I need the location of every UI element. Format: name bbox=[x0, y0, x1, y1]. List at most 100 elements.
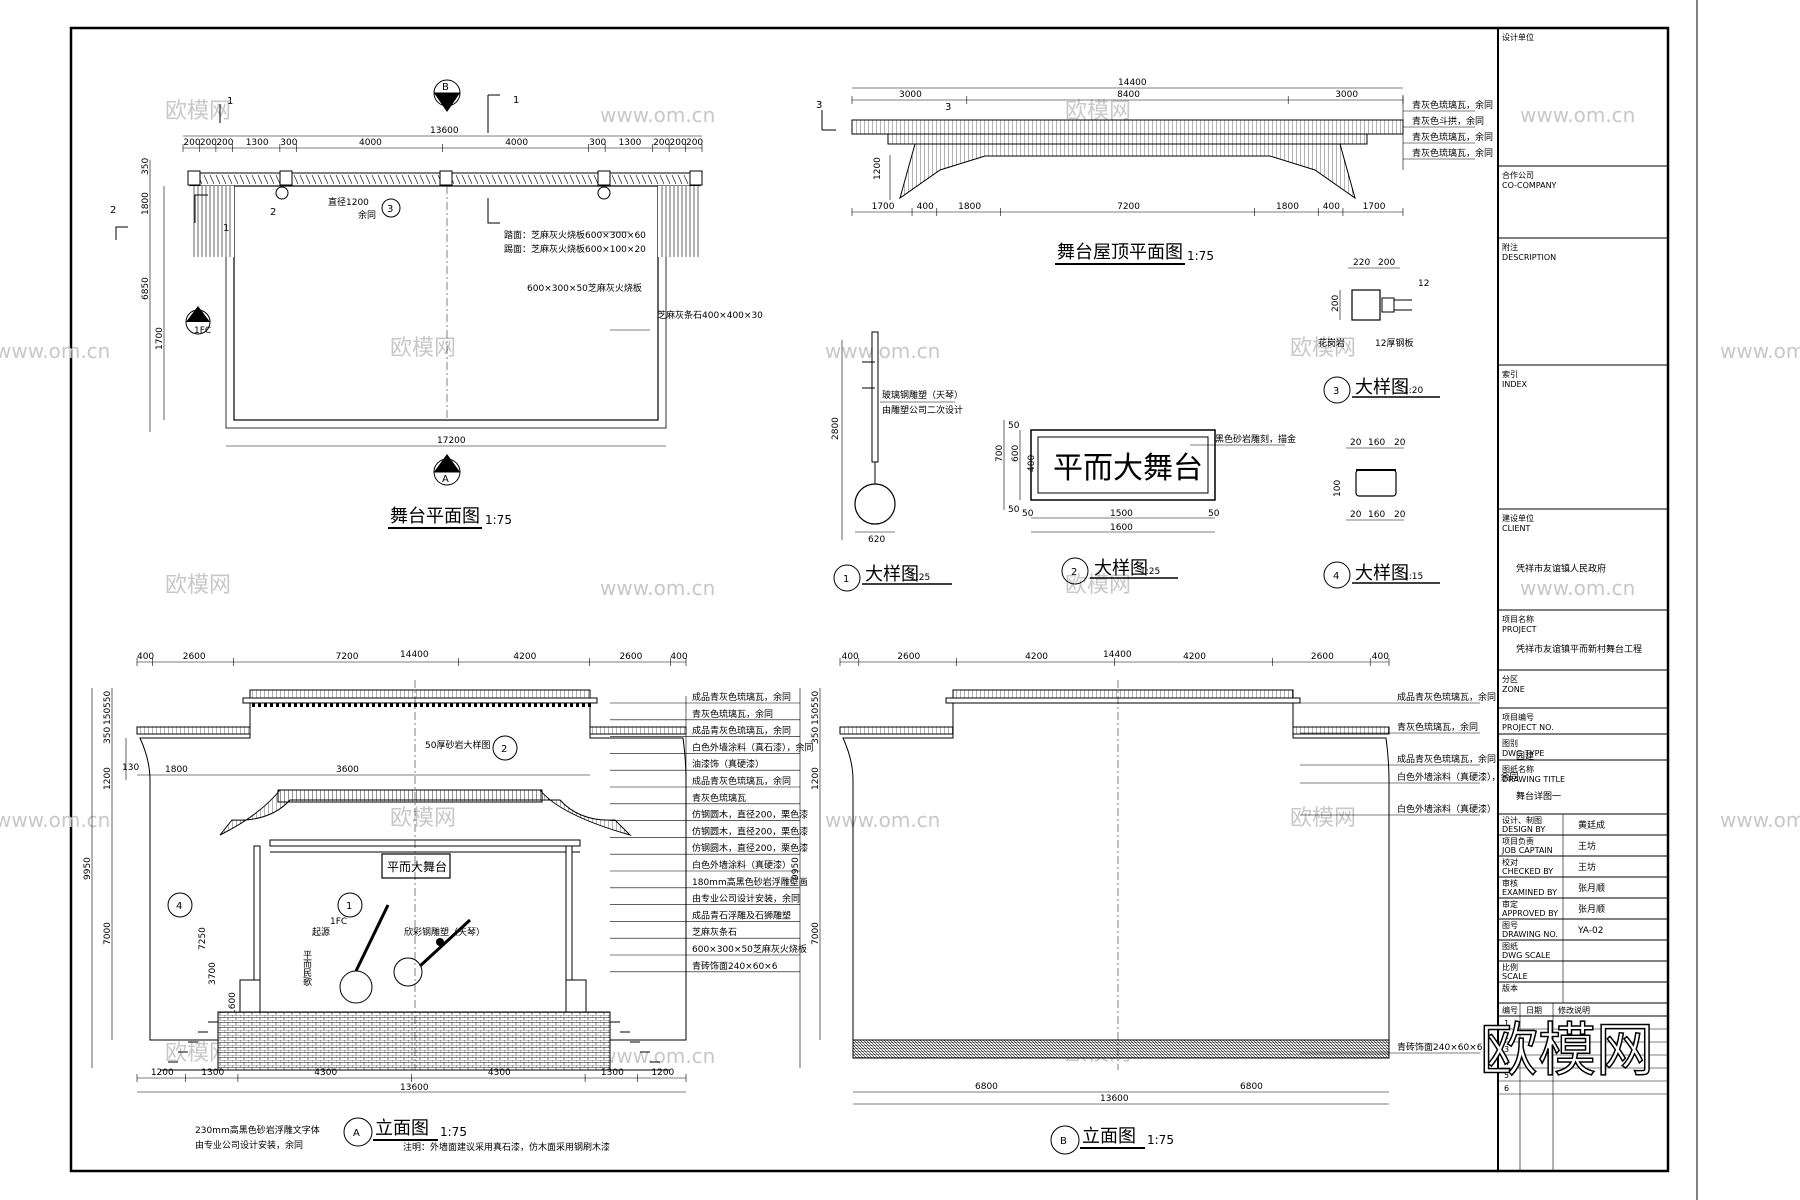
title-block-label: 版本 bbox=[1502, 983, 1518, 993]
svg-text:4: 4 bbox=[176, 901, 182, 912]
svg-text:160: 160 bbox=[1368, 510, 1385, 520]
plan-note: 600×300×50芝麻灰火烧板 bbox=[527, 282, 642, 294]
dim-label: 200 bbox=[183, 138, 200, 148]
svg-text:50: 50 bbox=[1022, 509, 1034, 519]
revision-header: 编号 bbox=[1502, 1005, 1518, 1015]
dim-label: 2600 bbox=[619, 652, 642, 662]
svg-text:17200: 17200 bbox=[437, 436, 466, 446]
svg-text:3: 3 bbox=[816, 100, 822, 111]
svg-text:230mm高黑色砂岩浮雕文字体: 230mm高黑色砂岩浮雕文字体 bbox=[195, 1124, 320, 1136]
svg-text:20: 20 bbox=[1394, 438, 1406, 448]
svg-text:1:75: 1:75 bbox=[1147, 1133, 1174, 1147]
title-block-label: 建设单位 bbox=[1502, 513, 1534, 523]
roof-eave bbox=[899, 143, 1356, 200]
title-block-sublabel: CO-COMPANY bbox=[1502, 181, 1557, 190]
title-block-label: 项目编号 bbox=[1502, 712, 1534, 722]
title-block-value: 凭祥市友谊镇平而新村舞台工程 bbox=[1516, 643, 1642, 655]
dim-label: 300 bbox=[589, 138, 606, 148]
svg-text:欣彩钢雕塑（天琴）: 欣彩钢雕塑（天琴） bbox=[404, 926, 485, 938]
svg-text:立面图: 立面图 bbox=[1082, 1126, 1136, 1147]
svg-text:www.om.cn: www.om.cn bbox=[600, 1044, 715, 1068]
dim-label: 3000 bbox=[1335, 90, 1358, 100]
title-block-label: 审定 bbox=[1502, 899, 1518, 909]
title-block-value: 张月顺 bbox=[1578, 904, 1605, 915]
elevation-a-note: 成品青灰色琉璃瓦，余同 bbox=[692, 725, 791, 737]
dim-label: 1700 bbox=[1363, 202, 1386, 212]
svg-text:www.om.cn: www.om.cn bbox=[825, 339, 940, 363]
svg-text:C: C bbox=[193, 312, 200, 323]
svg-text:6800: 6800 bbox=[1240, 1082, 1263, 1092]
roof-note: 青灰色琉璃瓦，余同 bbox=[1412, 131, 1493, 143]
svg-text:350: 350 bbox=[811, 727, 821, 744]
elevation-a-note: 青灰色琉璃瓦 bbox=[692, 792, 746, 804]
svg-text:www.om.cn: www.om.cn bbox=[600, 576, 715, 600]
elevation-a-note: 成品青石浮雕及石狮雕塑 bbox=[692, 909, 791, 921]
svg-text:220: 220 bbox=[1353, 258, 1370, 268]
tianqin-right bbox=[393, 957, 423, 987]
svg-text:欧模网: 欧模网 bbox=[165, 573, 231, 598]
detail-3: 220 200 200 12 花岗岩 12厚钢板 3 大样图 1:20 bbox=[1318, 258, 1440, 404]
svg-text:www.om.cn: www.om.cn bbox=[600, 103, 715, 127]
title-block-sublabel: ZONE bbox=[1502, 685, 1525, 694]
elevation-a-note: 白色外墙涂料（真石漆），余同 bbox=[692, 741, 814, 753]
svg-text:700: 700 bbox=[995, 445, 1005, 462]
dim-label: 200 bbox=[200, 138, 217, 148]
svg-text:13600: 13600 bbox=[400, 1083, 429, 1093]
svg-text:7000: 7000 bbox=[811, 922, 821, 945]
elevation-a-note: 成品青灰色琉璃瓦，余同 bbox=[692, 691, 791, 703]
title-block-sublabel: SCALE bbox=[1502, 972, 1528, 981]
dim-label: 1700 bbox=[155, 327, 165, 350]
title-block-label: 校对 bbox=[1502, 857, 1518, 867]
roof-note: 青灰色琉璃瓦，余同 bbox=[1412, 147, 1493, 159]
svg-text:1200: 1200 bbox=[873, 157, 883, 180]
svg-text:200: 200 bbox=[1331, 295, 1341, 312]
wall-coping bbox=[249, 689, 591, 699]
svg-text:1FC: 1FC bbox=[330, 917, 347, 927]
svg-text:20: 20 bbox=[1394, 510, 1406, 520]
elevation-a-note: 青灰色琉璃瓦，余同 bbox=[692, 708, 773, 720]
svg-text:注明：外墙面建议采用真石漆，仿木面采用钢刷木漆: 注明：外墙面建议采用真石漆，仿木面采用钢刷木漆 bbox=[403, 1141, 610, 1153]
svg-text:花岗岩: 花岗岩 bbox=[1318, 337, 1345, 349]
title-block-label: 比例 bbox=[1502, 962, 1518, 972]
dim-label: 7200 bbox=[1117, 202, 1140, 212]
elevation-b-note: 白色外墙涂料（真硬漆），余同 bbox=[1397, 771, 1519, 783]
dim-label: 2600 bbox=[1311, 652, 1334, 662]
svg-text:20: 20 bbox=[1350, 438, 1362, 448]
svg-text:160: 160 bbox=[1368, 438, 1385, 448]
elevation-b-note: 白色外墙涂料（真硬漆） bbox=[1397, 803, 1496, 815]
svg-text:3700: 3700 bbox=[208, 962, 218, 985]
svg-text:www.om.cn: www.om.cn bbox=[1720, 808, 1800, 832]
svg-text:1: 1 bbox=[227, 96, 233, 107]
title-block-sublabel: INDEX bbox=[1502, 380, 1528, 389]
svg-text:12: 12 bbox=[1418, 279, 1429, 289]
svg-text:1200: 1200 bbox=[811, 767, 821, 790]
dim-label: 4200 bbox=[1025, 652, 1048, 662]
dim-label: 200 bbox=[216, 138, 233, 148]
revision-row-number: 3 bbox=[1504, 1045, 1509, 1054]
svg-text:1:15: 1:15 bbox=[1403, 572, 1423, 582]
title-block-value: 凭祥市友谊镇人民政府 bbox=[1516, 563, 1606, 575]
elevation-b-note: 青灰色琉璃瓦，余同 bbox=[1397, 721, 1478, 733]
svg-text:B: B bbox=[442, 82, 449, 93]
plan-note: 直径1200 bbox=[328, 196, 369, 208]
plan-note: 芝麻灰条石400×400×30 bbox=[657, 309, 763, 321]
svg-text:50: 50 bbox=[1008, 505, 1020, 515]
svg-text:550: 550 bbox=[103, 691, 113, 708]
svg-text:1:25: 1:25 bbox=[1140, 567, 1160, 577]
revision-row-number: 6 bbox=[1504, 1084, 1509, 1093]
svg-text:3: 3 bbox=[1333, 386, 1339, 397]
elevation-a-note: 油漆饰（真硬漆） bbox=[692, 758, 764, 770]
svg-text:100: 100 bbox=[1333, 480, 1343, 497]
title-block-value: 王坊 bbox=[1578, 861, 1596, 873]
title-block-label: 索引 bbox=[1502, 369, 1518, 379]
svg-text:1600: 1600 bbox=[228, 992, 238, 1015]
title-block-label: 图别 bbox=[1502, 739, 1518, 748]
svg-text:2800: 2800 bbox=[831, 417, 841, 440]
svg-text:2: 2 bbox=[501, 744, 507, 755]
svg-text:1500: 1500 bbox=[1110, 509, 1133, 519]
dim-label: 1800 bbox=[1276, 202, 1299, 212]
dim-label: 4300 bbox=[314, 1068, 337, 1078]
drawing-border bbox=[69, 26, 1670, 1173]
dim-label: 1300 bbox=[201, 1068, 224, 1078]
